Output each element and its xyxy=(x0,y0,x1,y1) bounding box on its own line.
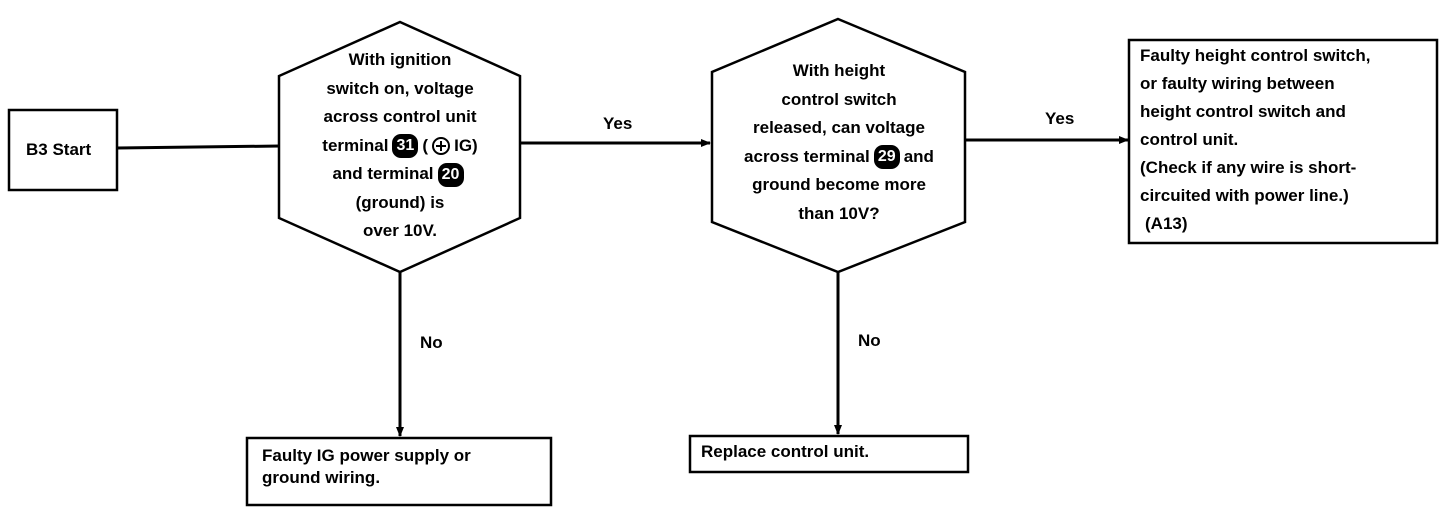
result-bottom-mid-box xyxy=(688,434,970,474)
edge-label-no2: No xyxy=(858,331,881,350)
decision2-line2: control switch xyxy=(781,89,897,109)
result-line: Replace control unit. xyxy=(701,442,870,461)
decision2-line5: ground become more xyxy=(752,175,926,194)
result-line: Faulty height control switch, xyxy=(1140,46,1371,65)
decision2-line6: than 10V? xyxy=(798,203,880,223)
decision1-line3: across control unit xyxy=(323,107,477,126)
result-line: (Check if any wire is short- xyxy=(1140,158,1357,177)
decision1-line7: over 10V. xyxy=(362,221,438,240)
result-bottom-mid-text: Replace control unit. xyxy=(701,440,869,464)
result-line: ground wiring. xyxy=(262,468,381,487)
result-top-right-box xyxy=(1127,38,1439,245)
connector-start-decision1 xyxy=(116,144,281,150)
terminal-31-badge: 31 xyxy=(392,134,419,159)
result-line: circuited with power line.) xyxy=(1140,186,1349,205)
terminal-29-badge: 29 xyxy=(873,145,900,170)
result-line: control unit. xyxy=(1140,130,1239,149)
decision2-text: With height control switch released, can… xyxy=(718,57,960,228)
decision2-line1: With height xyxy=(792,61,886,80)
plus-circle-icon xyxy=(432,137,451,156)
result-line: (A13) xyxy=(1145,214,1188,233)
result-line: Faulty IG power supply or xyxy=(262,446,471,465)
edge-label-yes1: Yes xyxy=(603,114,633,133)
decision1-line2: switch on, voltage xyxy=(326,78,474,98)
result-line: or faulty wiring between xyxy=(1140,74,1335,93)
decision1-text: With ignition switch on, voltage across … xyxy=(290,46,510,246)
decision1-line1: With ignition xyxy=(348,50,452,69)
decision1-line6: (ground) is xyxy=(355,192,445,212)
result-bottom-left-text: Faulty IG power supply or ground wiring. xyxy=(262,445,471,489)
edge-label-no1: No xyxy=(420,333,443,352)
start-box xyxy=(7,108,119,192)
result-bottom-left-box xyxy=(245,436,553,507)
result-line: height control switch and xyxy=(1140,102,1346,121)
decision2-line3: released, can voltage xyxy=(753,118,925,137)
edge-label-yes2: Yes xyxy=(1045,109,1075,128)
result-top-right-text: Faulty height control switch, or faulty … xyxy=(1140,42,1370,238)
start-label: B3 Start xyxy=(26,140,92,159)
terminal-20-badge: 20 xyxy=(437,162,464,187)
